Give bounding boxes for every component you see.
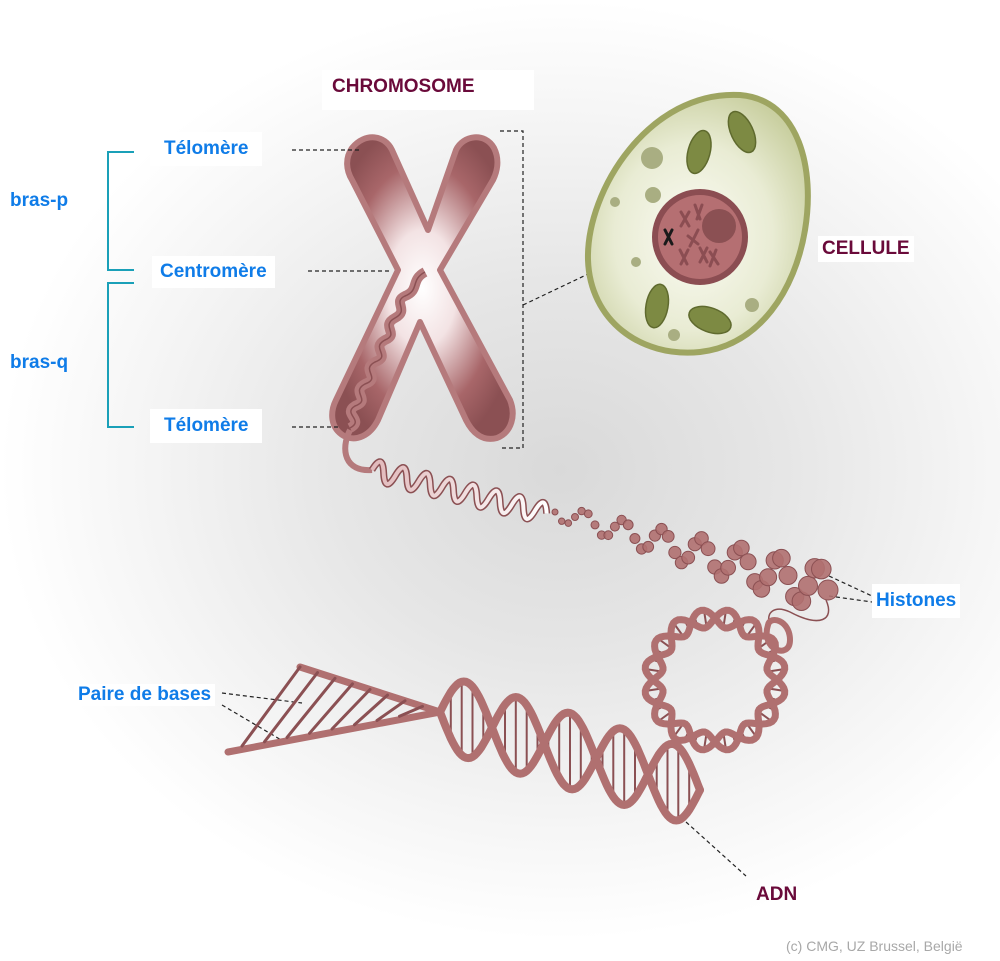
nucleosome-bead (798, 575, 818, 596)
dna-label: ADN (756, 884, 798, 905)
nucleosome-bead (811, 558, 832, 580)
nucleosome-bead (720, 559, 736, 576)
nucleosome-bead (564, 519, 573, 527)
copyright-credit: (c) CMG, UZ Brussel, België (786, 938, 963, 954)
nucleosome-bead (551, 508, 559, 516)
bracket-p-arm (107, 151, 134, 271)
highlighted-chromosome (663, 228, 674, 246)
nucleosome-bead (622, 519, 634, 531)
base-pair-rung (375, 699, 407, 722)
nucleus-chromosomes (678, 203, 720, 268)
organelle-vesicle (745, 298, 759, 312)
chromosome-label: CHROMOSOME (332, 76, 475, 97)
nucleosome-bead (558, 517, 566, 525)
dna-double-helix (224, 606, 794, 825)
base-pair-rung (308, 682, 354, 735)
base-pair-rung (285, 676, 337, 739)
nucleosome-bead (681, 550, 696, 565)
cell-label: CELLULE (818, 236, 914, 262)
guide-dna (685, 821, 747, 877)
arm-p-label: bras-p (10, 190, 69, 211)
nucleosome-bead (778, 566, 798, 585)
linker-dna (768, 599, 830, 626)
nucleosome-bead (642, 540, 655, 553)
centromere-label: Centromère (152, 256, 275, 288)
telomere-top-label: Télomère (150, 132, 263, 166)
nucleosome-bead (759, 568, 778, 587)
nucleosome-bead (629, 533, 641, 544)
chromatin-coil (346, 267, 428, 433)
nucleosome-beads (551, 506, 839, 612)
base-pair-rung (240, 665, 302, 748)
nucleolus (702, 209, 736, 243)
nucleosome-bead (700, 541, 716, 557)
nucleosome-bead (739, 553, 757, 571)
dna-loop-strand-b (641, 606, 789, 754)
organelle-vesicle (641, 147, 663, 169)
nucleosome-bead (733, 539, 750, 557)
guide-basepair-2 (221, 704, 289, 745)
guide-histones-1 (828, 575, 873, 597)
nucleosome-bead (583, 509, 593, 519)
base-pair-rung (263, 671, 319, 744)
dna-strand-bottom (224, 708, 444, 756)
organelle-vesicle (645, 187, 661, 203)
nucleosome-bead (609, 521, 620, 532)
mitochondria (644, 110, 757, 335)
histones-label: Histones (872, 584, 961, 618)
base-pair-label: Paire de bases (74, 684, 216, 706)
nucleosome-bead (590, 520, 600, 530)
nucleosome-bead (772, 548, 791, 568)
base-pair-rung (398, 704, 424, 718)
organelle-vesicle (610, 197, 620, 207)
base-pair-rung (353, 693, 389, 727)
base-pair-rung (330, 688, 372, 731)
organelle-vesicle (631, 257, 641, 267)
dna-helix-strand-b (436, 677, 704, 809)
nucleosome-bead (668, 545, 682, 560)
bracket-q-arm (107, 282, 134, 428)
guide-histones-2 (828, 595, 873, 603)
telomere-bottom-label: Télomère (150, 409, 263, 443)
guide-basepair-1 (221, 692, 303, 704)
dna-small-loop (763, 617, 794, 654)
nucleosome-bead (603, 530, 614, 541)
dna-helix-strand-a (436, 693, 704, 825)
nucleosome-bead (661, 530, 675, 543)
nucleosome-bead (571, 513, 579, 521)
guide-chromosome-bracket (500, 130, 524, 449)
chromatin-fiber (342, 428, 551, 523)
chromosome-title: CHROMOSOME (322, 70, 534, 110)
cell (584, 91, 811, 356)
arm-q-label: bras-q (10, 352, 69, 373)
nucleosome-bead (817, 579, 839, 601)
organelle-vesicle (668, 329, 680, 341)
nucleosome-bead (694, 531, 709, 546)
